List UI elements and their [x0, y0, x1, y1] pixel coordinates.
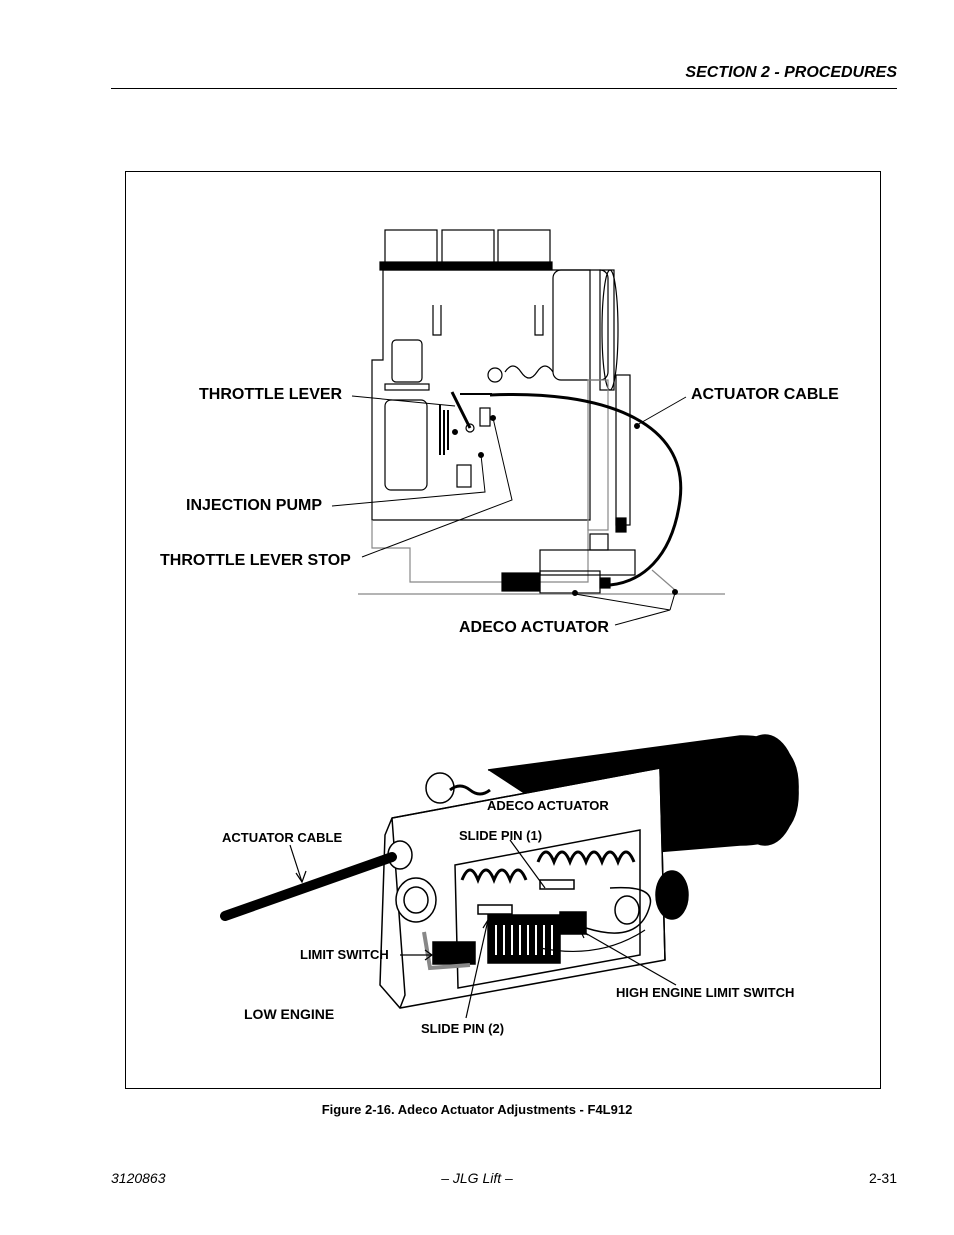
figure-caption: Figure 2-16. Adeco Actuator Adjustments …: [321, 1102, 633, 1117]
actuator-cable-rod: [220, 852, 397, 921]
label-adeco-actuator-bottom: ADECO ACTUATOR: [487, 798, 609, 813]
label-actuator-cable-bottom: ACTUATOR CABLE: [222, 830, 343, 845]
label-limit-switch: LIMIT SWITCH: [300, 947, 389, 962]
label-actuator-cable-top: ACTUATOR CABLE: [691, 386, 839, 403]
footer-page-number: 2-31: [868, 1170, 897, 1186]
actuator-cable-curve: [489, 392, 683, 587]
label-throttle-lever-stop: THROTTLE LEVER STOP: [160, 552, 351, 569]
label-throttle-lever: THROTTLE LEVER: [199, 386, 343, 403]
label-adeco-actuator-top: ADECO ACTUATOR: [459, 619, 609, 636]
label-high-engine-limit-switch: HIGH ENGINE LIMIT SWITCH: [616, 985, 795, 1000]
label-injection-pump: INJECTION PUMP: [186, 497, 323, 514]
footer-publisher: – JLG Lift –: [441, 1170, 513, 1186]
adeco-actuator-drawing: [379, 734, 799, 1009]
section-title: SECTION 2 - PROCEDURES: [685, 64, 897, 81]
header-rule: [111, 88, 897, 89]
label-low-engine: LOW ENGINE: [244, 1006, 335, 1022]
figure-frame: [125, 171, 881, 1089]
engine-drawing: [358, 229, 725, 595]
bottom-leader-lines: [289, 839, 677, 1019]
label-slide-pin-1: SLIDE PIN (1): [459, 828, 543, 843]
footer-doc-number: 3120863: [111, 1170, 166, 1186]
top-leader-lines: [331, 395, 687, 626]
label-slide-pin-2: SLIDE PIN (2): [421, 1021, 505, 1036]
